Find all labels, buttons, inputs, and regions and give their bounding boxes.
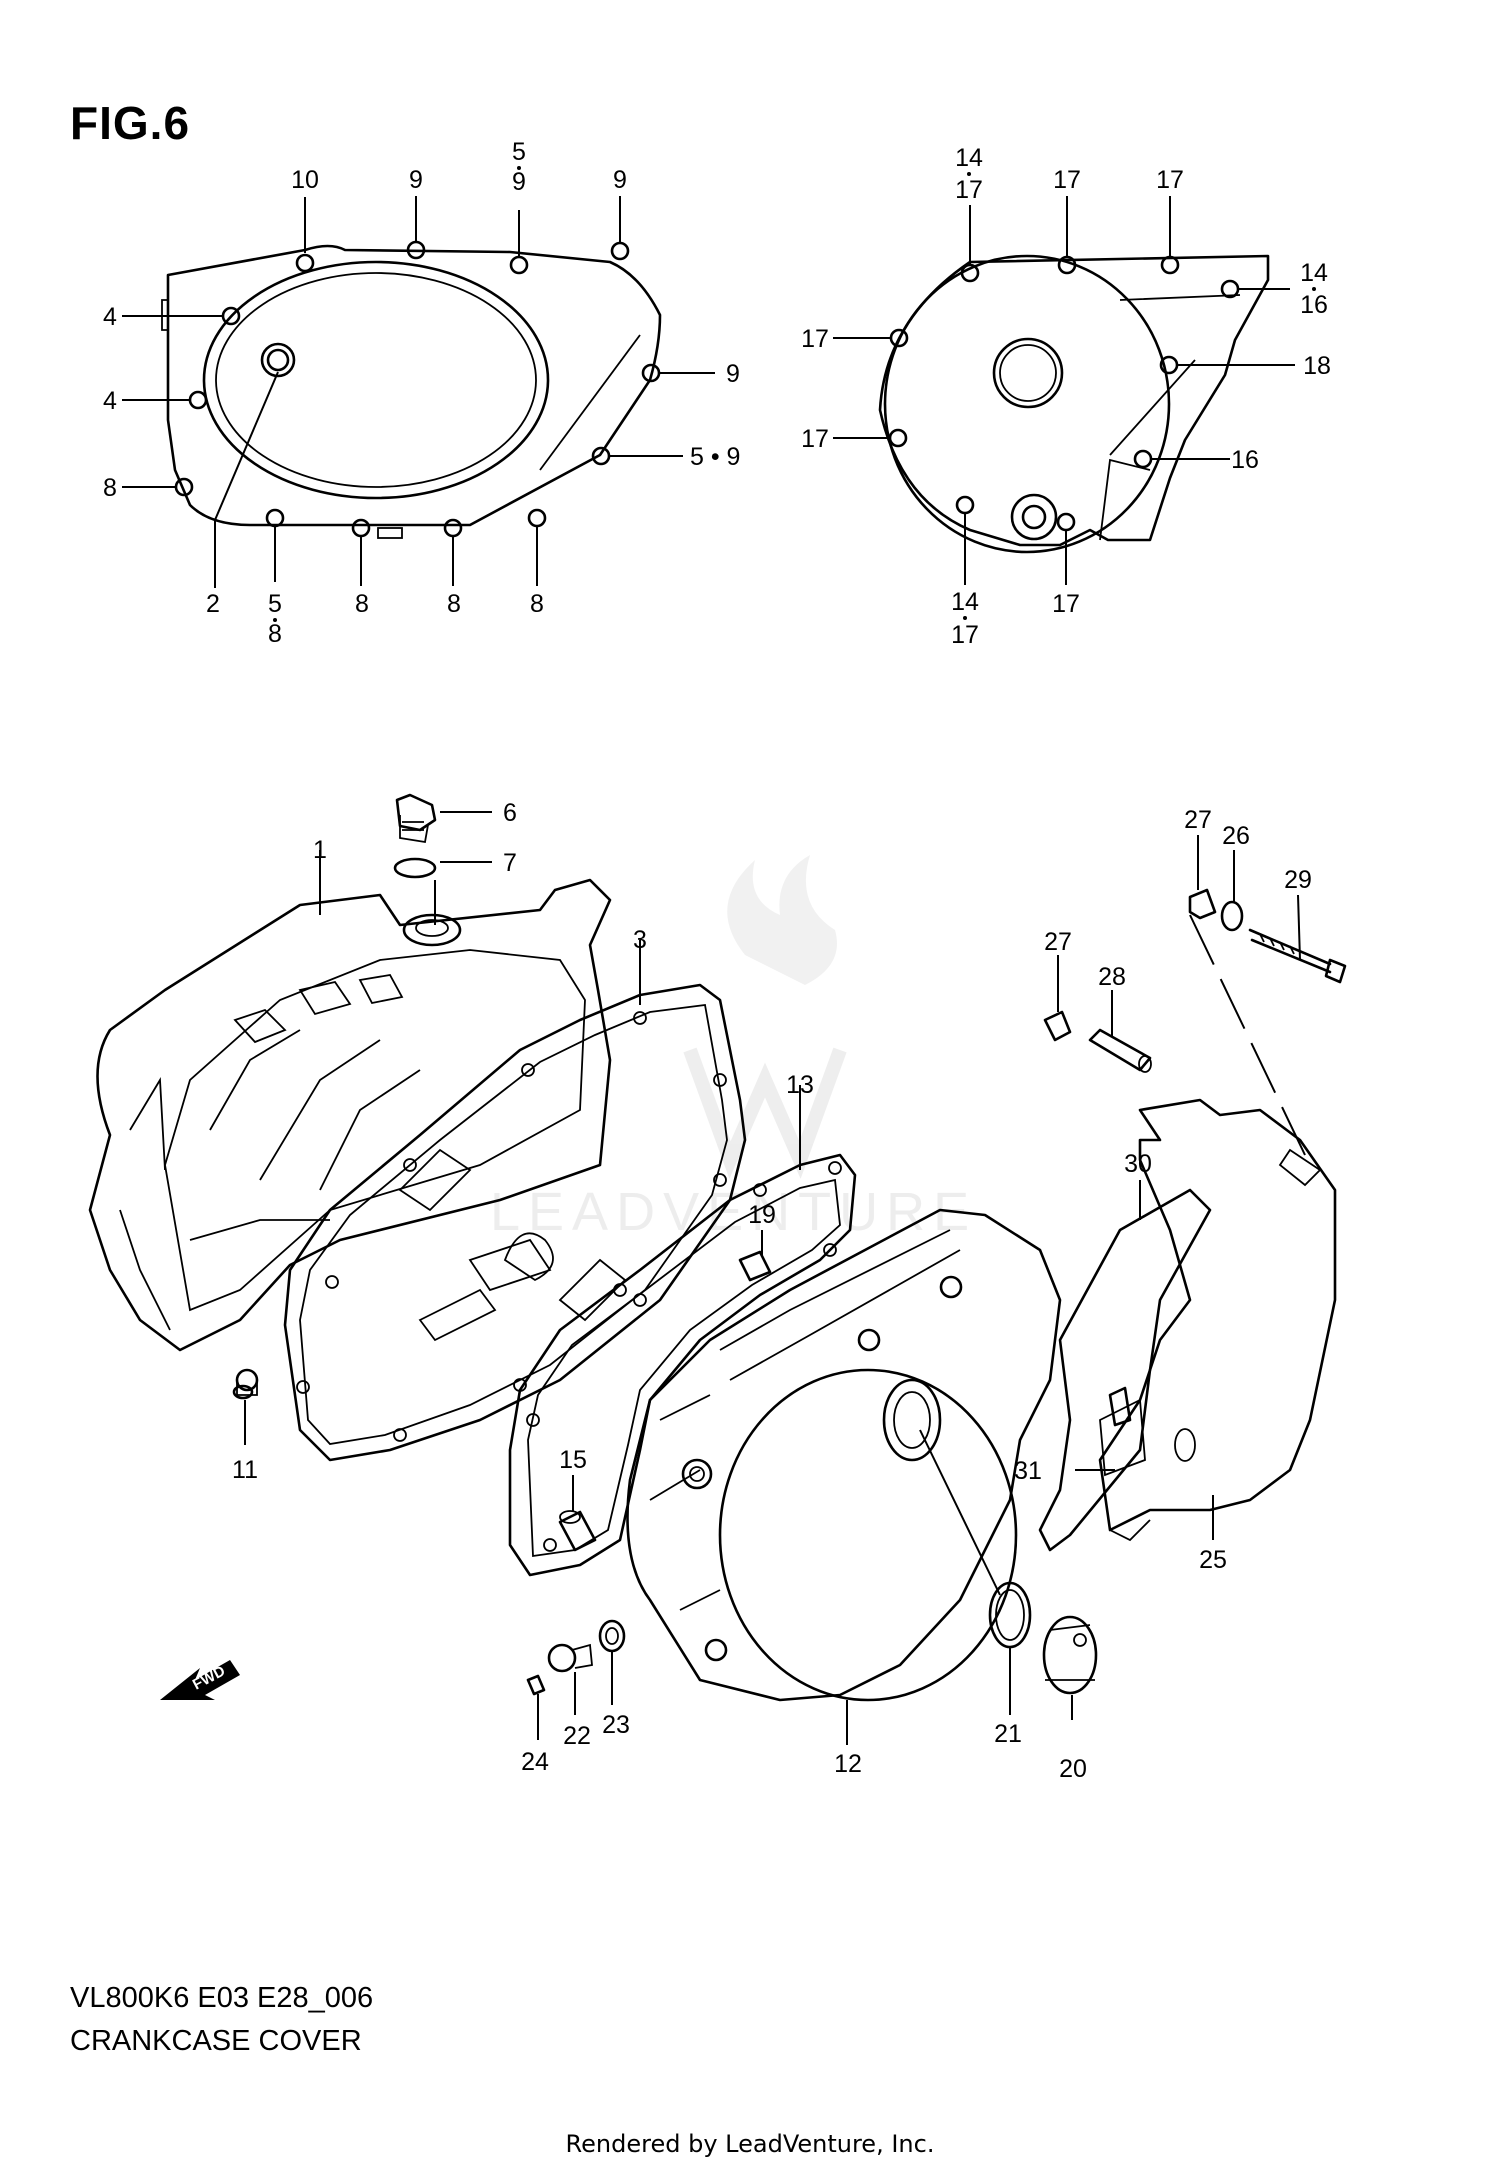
part-7-o-ring (393, 857, 437, 879)
gasket-holes (296, 1011, 727, 1442)
part-20-cap (1042, 1615, 1098, 1695)
callout-14-17-b-upper: 14 (951, 588, 979, 616)
part-28-spacer (1088, 1028, 1152, 1073)
top-left-leader-lines (122, 196, 715, 588)
callout-5-8-lower: 8 (268, 620, 282, 648)
callout-5-9-lower: 9 (512, 168, 526, 196)
callout-part-31: 31 (1014, 1457, 1042, 1485)
callout-16: 16 (1231, 446, 1259, 474)
callout-14-16-lower: 16 (1300, 291, 1328, 319)
callout-14-17-b-lower: 17 (951, 621, 979, 649)
callout-part-20: 20 (1059, 1755, 1087, 1783)
part-12-generator-cover (626, 1208, 1062, 1702)
part-15-dowel (558, 1510, 597, 1552)
callout-part-11: 11 (232, 1456, 258, 1484)
callout-4-a: 4 (103, 303, 117, 331)
part-27-nut-upper (1188, 888, 1217, 920)
part-6-oil-filler-cap (395, 793, 437, 844)
callout-8-c: 8 (447, 590, 461, 618)
part-19-dowel (738, 1250, 772, 1282)
callout-part-6: 6 (503, 799, 517, 827)
callout-17-e: 17 (1052, 590, 1080, 618)
callout-8-b: 8 (355, 590, 369, 618)
callout-17-a: 17 (1053, 166, 1081, 194)
part-29-bolt (1248, 928, 1347, 984)
callout-4-b: 4 (103, 387, 117, 415)
callout-5-8-upper: 5 (268, 590, 282, 618)
top-right-callouts: 14 17 17 17 14 16 17 18 17 16 14 17 17 (801, 144, 1331, 649)
callout-part-19: 19 (748, 1201, 776, 1229)
clutch-cover-outline (161, 240, 662, 539)
callout-9-a: 9 (409, 166, 423, 194)
callout-part-1: 1 (313, 836, 327, 864)
callout-part-15: 15 (559, 1446, 587, 1474)
callout-18: 18 (1303, 352, 1331, 380)
callout-part-26: 26 (1222, 822, 1250, 850)
part-21-o-ring (988, 1581, 1032, 1649)
callout-14-17-a-upper: 14 (955, 144, 983, 172)
part-23-washer (598, 1619, 626, 1653)
generator-cover-outline (878, 254, 1270, 554)
part-13-gasket (508, 1153, 857, 1577)
callout-9-b: 9 (613, 166, 627, 194)
part-1-clutch-cover (88, 878, 612, 1396)
callout-9-c: 9 (726, 360, 740, 388)
part-24-screw (526, 1674, 546, 1696)
callout-14-16-upper: 14 (1300, 259, 1328, 287)
footer-credit: Rendered by LeadVenture, Inc. (565, 2130, 935, 2158)
callout-part-25: 25 (1199, 1546, 1227, 1574)
callout-5-9: 5 • 9 (690, 443, 740, 471)
callout-2: 2 (206, 590, 220, 618)
callout-part-27-lower: 27 (1044, 928, 1072, 956)
bolt-holes (174, 240, 661, 538)
part-25-cover (1098, 1098, 1337, 1542)
callout-part-24: 24 (521, 1748, 549, 1776)
diagram-title: CRANKCASE COVER (70, 2025, 362, 2057)
callout-8-d: 8 (530, 590, 544, 618)
callout-part-21: 21 (994, 1720, 1022, 1748)
callout-part-28: 28 (1098, 963, 1126, 991)
callout-17-c: 17 (801, 325, 829, 353)
part-31-pin (1108, 1386, 1132, 1427)
callout-8-a: 8 (103, 474, 117, 502)
part-26-washer (1220, 900, 1244, 932)
part-22-plug (547, 1643, 593, 1673)
watermark-text: LEADVENTURE (490, 1182, 977, 1242)
callout-part-7: 7 (503, 849, 517, 877)
callout-part-3: 3 (633, 926, 647, 954)
part-3-gasket (283, 983, 747, 1462)
figure-number: FIG.6 (70, 97, 191, 149)
callout-17-b: 17 (1156, 166, 1184, 194)
callout-5-9-upper: 5 (512, 138, 526, 166)
gasket-holes (526, 1161, 842, 1552)
callout-17-d: 17 (801, 425, 829, 453)
part-27-nut-lower (1043, 1010, 1072, 1042)
callout-part-12: 12 (834, 1750, 862, 1778)
callout-part-29: 29 (1284, 866, 1312, 894)
callout-part-22: 22 (563, 1722, 591, 1750)
main-callouts: 1 6 7 3 11 13 19 15 27 26 29 27 28 30 31… (232, 799, 1312, 1783)
callout-part-23: 23 (602, 1711, 630, 1739)
callout-14-17-a-lower: 17 (955, 176, 983, 204)
top-right-leader-lines (833, 196, 1295, 585)
callout-10: 10 (291, 166, 319, 194)
callout-part-13: 13 (786, 1071, 814, 1099)
part-30-bracket (1038, 1188, 1212, 1552)
part-11-dowel (232, 1384, 254, 1400)
top-left-callouts: 10 9 5 9 9 4 4 8 9 5 • 9 2 5 8 8 8 8 (103, 138, 740, 648)
main-leader-lines (244, 811, 1301, 1745)
callout-part-27-upper: 27 (1184, 806, 1212, 834)
leadventure-watermark: LEADVENTURE (490, 855, 977, 1242)
callout-part-30: 30 (1124, 1150, 1152, 1178)
diagram-code: VL800K6 E03 E28_006 (70, 1982, 374, 2014)
fwd-arrow-icon: FWD (160, 1660, 240, 1700)
